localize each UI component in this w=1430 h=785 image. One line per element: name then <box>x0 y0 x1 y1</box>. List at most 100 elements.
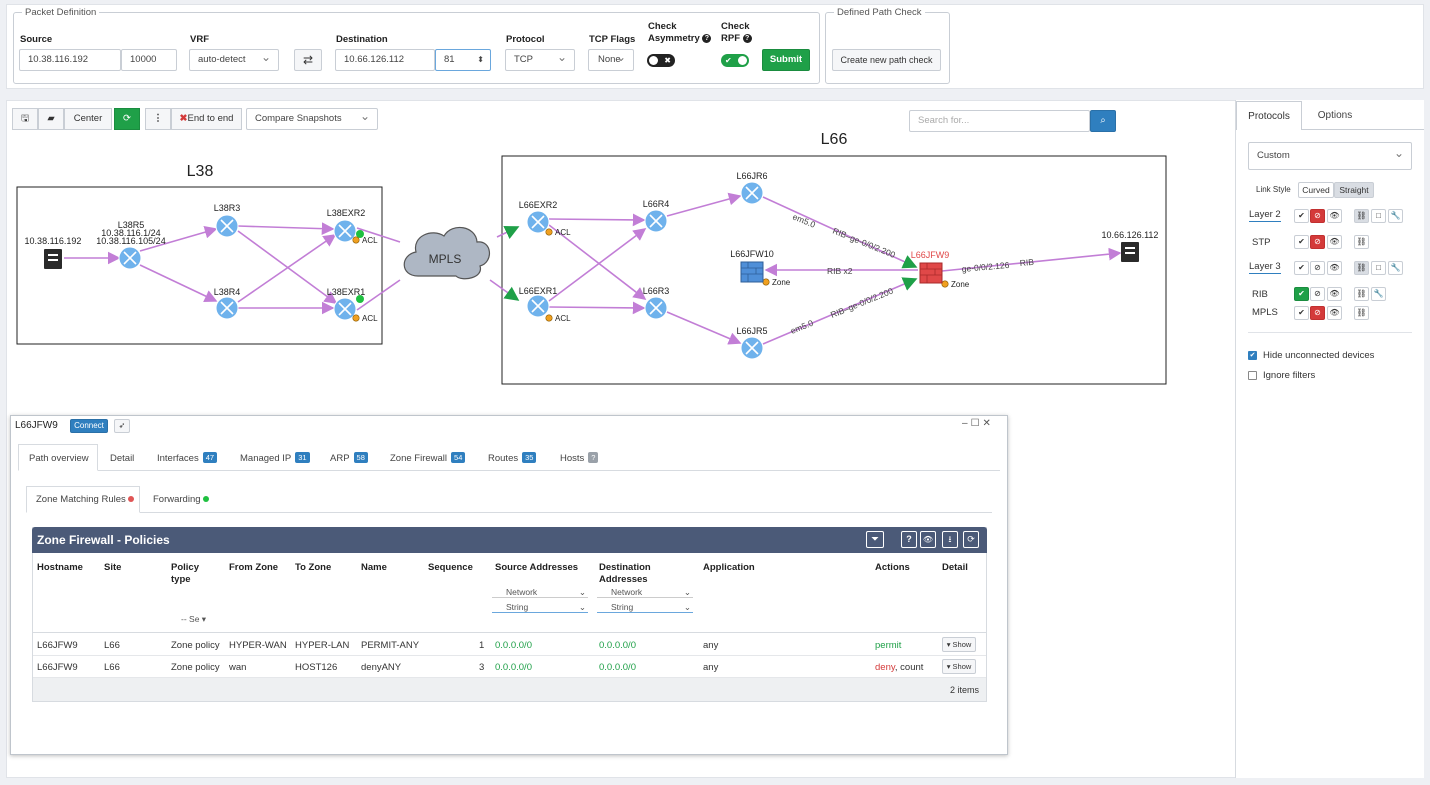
rib-hide-button[interactable]: ⊘ <box>1310 287 1325 301</box>
layer2-hide-button[interactable]: ⊘ <box>1310 209 1325 223</box>
rib-show-button[interactable]: ✔ <box>1294 287 1309 301</box>
router-l38r5[interactable] <box>118 246 142 270</box>
compare-snapshots-select[interactable]: Compare Snapshots <box>246 108 378 130</box>
source-ip-input[interactable]: 10.38.116.192 <box>19 49 121 71</box>
maximize-icon[interactable]: ☐ <box>970 418 983 429</box>
tab-path-overview[interactable] <box>18 444 98 471</box>
layer2-square-button[interactable]: □ <box>1371 209 1386 223</box>
layer3-wrench-button[interactable]: 🔧 <box>1388 261 1403 275</box>
view-button[interactable]: 👁 <box>920 531 936 548</box>
router-l38exr1[interactable] <box>333 297 357 321</box>
stp-show-button[interactable]: ✔ <box>1294 235 1309 249</box>
open-button[interactable]: ▰ <box>38 108 64 130</box>
close-icon[interactable]: ✕ <box>982 418 994 429</box>
policy-type-filter[interactable]: -- Se ▾ <box>181 614 207 624</box>
router-l66jr5[interactable] <box>740 336 764 360</box>
mpls-hide-button[interactable]: ⊘ <box>1310 306 1325 320</box>
connect-button[interactable]: Connect <box>70 419 108 433</box>
vrf-select[interactable]: auto-detect <box>189 49 279 71</box>
col-destination-addresses[interactable]: Destination Addresses <box>599 562 651 585</box>
router-l66exr2[interactable] <box>526 210 550 234</box>
subtab-forwarding[interactable]: Forwarding <box>153 494 210 505</box>
col-site[interactable]: Site <box>104 562 122 573</box>
layer2-wrench-button[interactable]: 🔧 <box>1388 209 1403 223</box>
table-row[interactable]: L66JFW9 L66 Zone policy HYPER-WAN HYPER-… <box>33 634 986 656</box>
refresh-button[interactable]: ⟳ <box>114 108 140 130</box>
col-to-zone[interactable]: To Zone <box>295 562 332 573</box>
tab-hosts[interactable]: Hosts? <box>560 452 599 464</box>
destination-ip-input[interactable]: 10.66.126.112 <box>335 49 435 71</box>
send-button[interactable]: ➶ <box>114 419 130 433</box>
src-string-filter[interactable]: String⌄ <box>492 602 588 613</box>
col-detail[interactable]: Detail <box>942 562 968 573</box>
col-actions[interactable]: Actions <box>875 562 910 573</box>
col-application[interactable]: Application <box>703 562 755 573</box>
layer3-eye-button[interactable]: 👁 <box>1327 261 1342 275</box>
export-button[interactable]: ⭳ <box>942 531 958 548</box>
firewall-l66jfw9[interactable] <box>919 262 943 284</box>
router-l38r3[interactable] <box>215 214 239 238</box>
layer2-show-button[interactable]: ✔ <box>1294 209 1309 223</box>
router-l66r4[interactable] <box>644 209 668 233</box>
router-l66jr6[interactable] <box>740 181 764 205</box>
mpls-link-button[interactable]: ⛓ <box>1354 306 1369 320</box>
layer3-square-button[interactable]: □ <box>1371 261 1386 275</box>
submit-button[interactable]: Submit <box>762 49 810 71</box>
check-rpf-toggle[interactable]: ✔ <box>721 54 749 67</box>
col-sequence[interactable]: Sequence <box>428 562 473 573</box>
check-asymmetry-toggle[interactable]: ✖ <box>647 54 675 67</box>
filter-button[interactable]: ⏷ <box>866 531 884 548</box>
dst-network-filter[interactable]: Network⌄ <box>597 587 693 598</box>
show-detail-button[interactable]: ▾ Show <box>942 659 976 674</box>
protocol-preset-select[interactable]: Custom <box>1248 142 1412 170</box>
layer3-show-button[interactable]: ✔ <box>1294 261 1309 275</box>
more-button[interactable]: ⋮ <box>145 108 171 130</box>
col-hostname[interactable]: Hostname <box>37 562 83 573</box>
mpls-eye-button[interactable]: 👁 <box>1327 306 1342 320</box>
subtab-zone-matching[interactable] <box>26 486 140 513</box>
hide-unconnected-checkbox[interactable]: ✔ <box>1248 351 1257 360</box>
create-path-check-button[interactable]: Create new path check <box>832 49 941 71</box>
router-l38exr2[interactable] <box>333 219 357 243</box>
router-l38r4[interactable] <box>215 296 239 320</box>
rib-wrench-button[interactable]: 🔧 <box>1371 287 1386 301</box>
tab-options[interactable]: Options <box>1317 110 1353 121</box>
destination-host[interactable]: 10.66.126.112 <box>1102 230 1159 262</box>
reload-button[interactable]: ⟳ <box>963 531 979 548</box>
mpls-cloud[interactable]: MPLS <box>403 226 490 280</box>
src-network-filter[interactable]: Network⌄ <box>492 587 588 598</box>
stp-link-button[interactable]: ⛓ <box>1354 235 1369 249</box>
stp-hide-button[interactable]: ⊘ <box>1310 235 1325 249</box>
help-button[interactable]: ? <box>901 531 917 548</box>
source-host[interactable]: 10.38.116.192 <box>25 236 82 269</box>
layer3-hide-button[interactable]: ⊘ <box>1310 261 1325 275</box>
col-name[interactable]: Name <box>361 562 387 573</box>
router-l66exr1[interactable] <box>526 294 550 318</box>
router-l66r3[interactable] <box>644 296 668 320</box>
rib-eye-button[interactable]: 👁 <box>1327 287 1342 301</box>
show-detail-button[interactable]: ▾ Show <box>942 637 976 652</box>
tab-protocols[interactable]: Protocols <box>1236 101 1302 130</box>
firewall-l66jfw10[interactable] <box>740 261 764 283</box>
mpls-show-button[interactable]: ✔ <box>1294 306 1309 320</box>
link-style-straight[interactable]: Straight <box>1334 182 1374 198</box>
table-row[interactable]: L66JFW9 L66 Zone policy wan HOST126 deny… <box>33 656 986 678</box>
tab-detail[interactable]: Detail <box>110 453 135 464</box>
rib-link-button[interactable]: ⛓ <box>1354 287 1369 301</box>
help-icon[interactable]: ? <box>702 34 712 43</box>
layer2-link-button[interactable]: ⛓ <box>1354 209 1369 223</box>
search-input[interactable]: Search for... <box>909 110 1090 132</box>
source-port-input[interactable]: 10000 <box>121 49 177 71</box>
help-icon[interactable]: ? <box>742 34 752 43</box>
dst-string-filter[interactable]: String⌄ <box>597 602 693 613</box>
ignore-filters-checkbox[interactable] <box>1248 371 1257 380</box>
col-policy-type[interactable]: Policy type <box>171 562 199 585</box>
end-to-end-button[interactable]: ✖End to end <box>171 108 242 130</box>
port-stepper-icon[interactable]: ⬍ <box>477 55 484 64</box>
layer3-link-button[interactable]: ⛓ <box>1354 261 1369 275</box>
